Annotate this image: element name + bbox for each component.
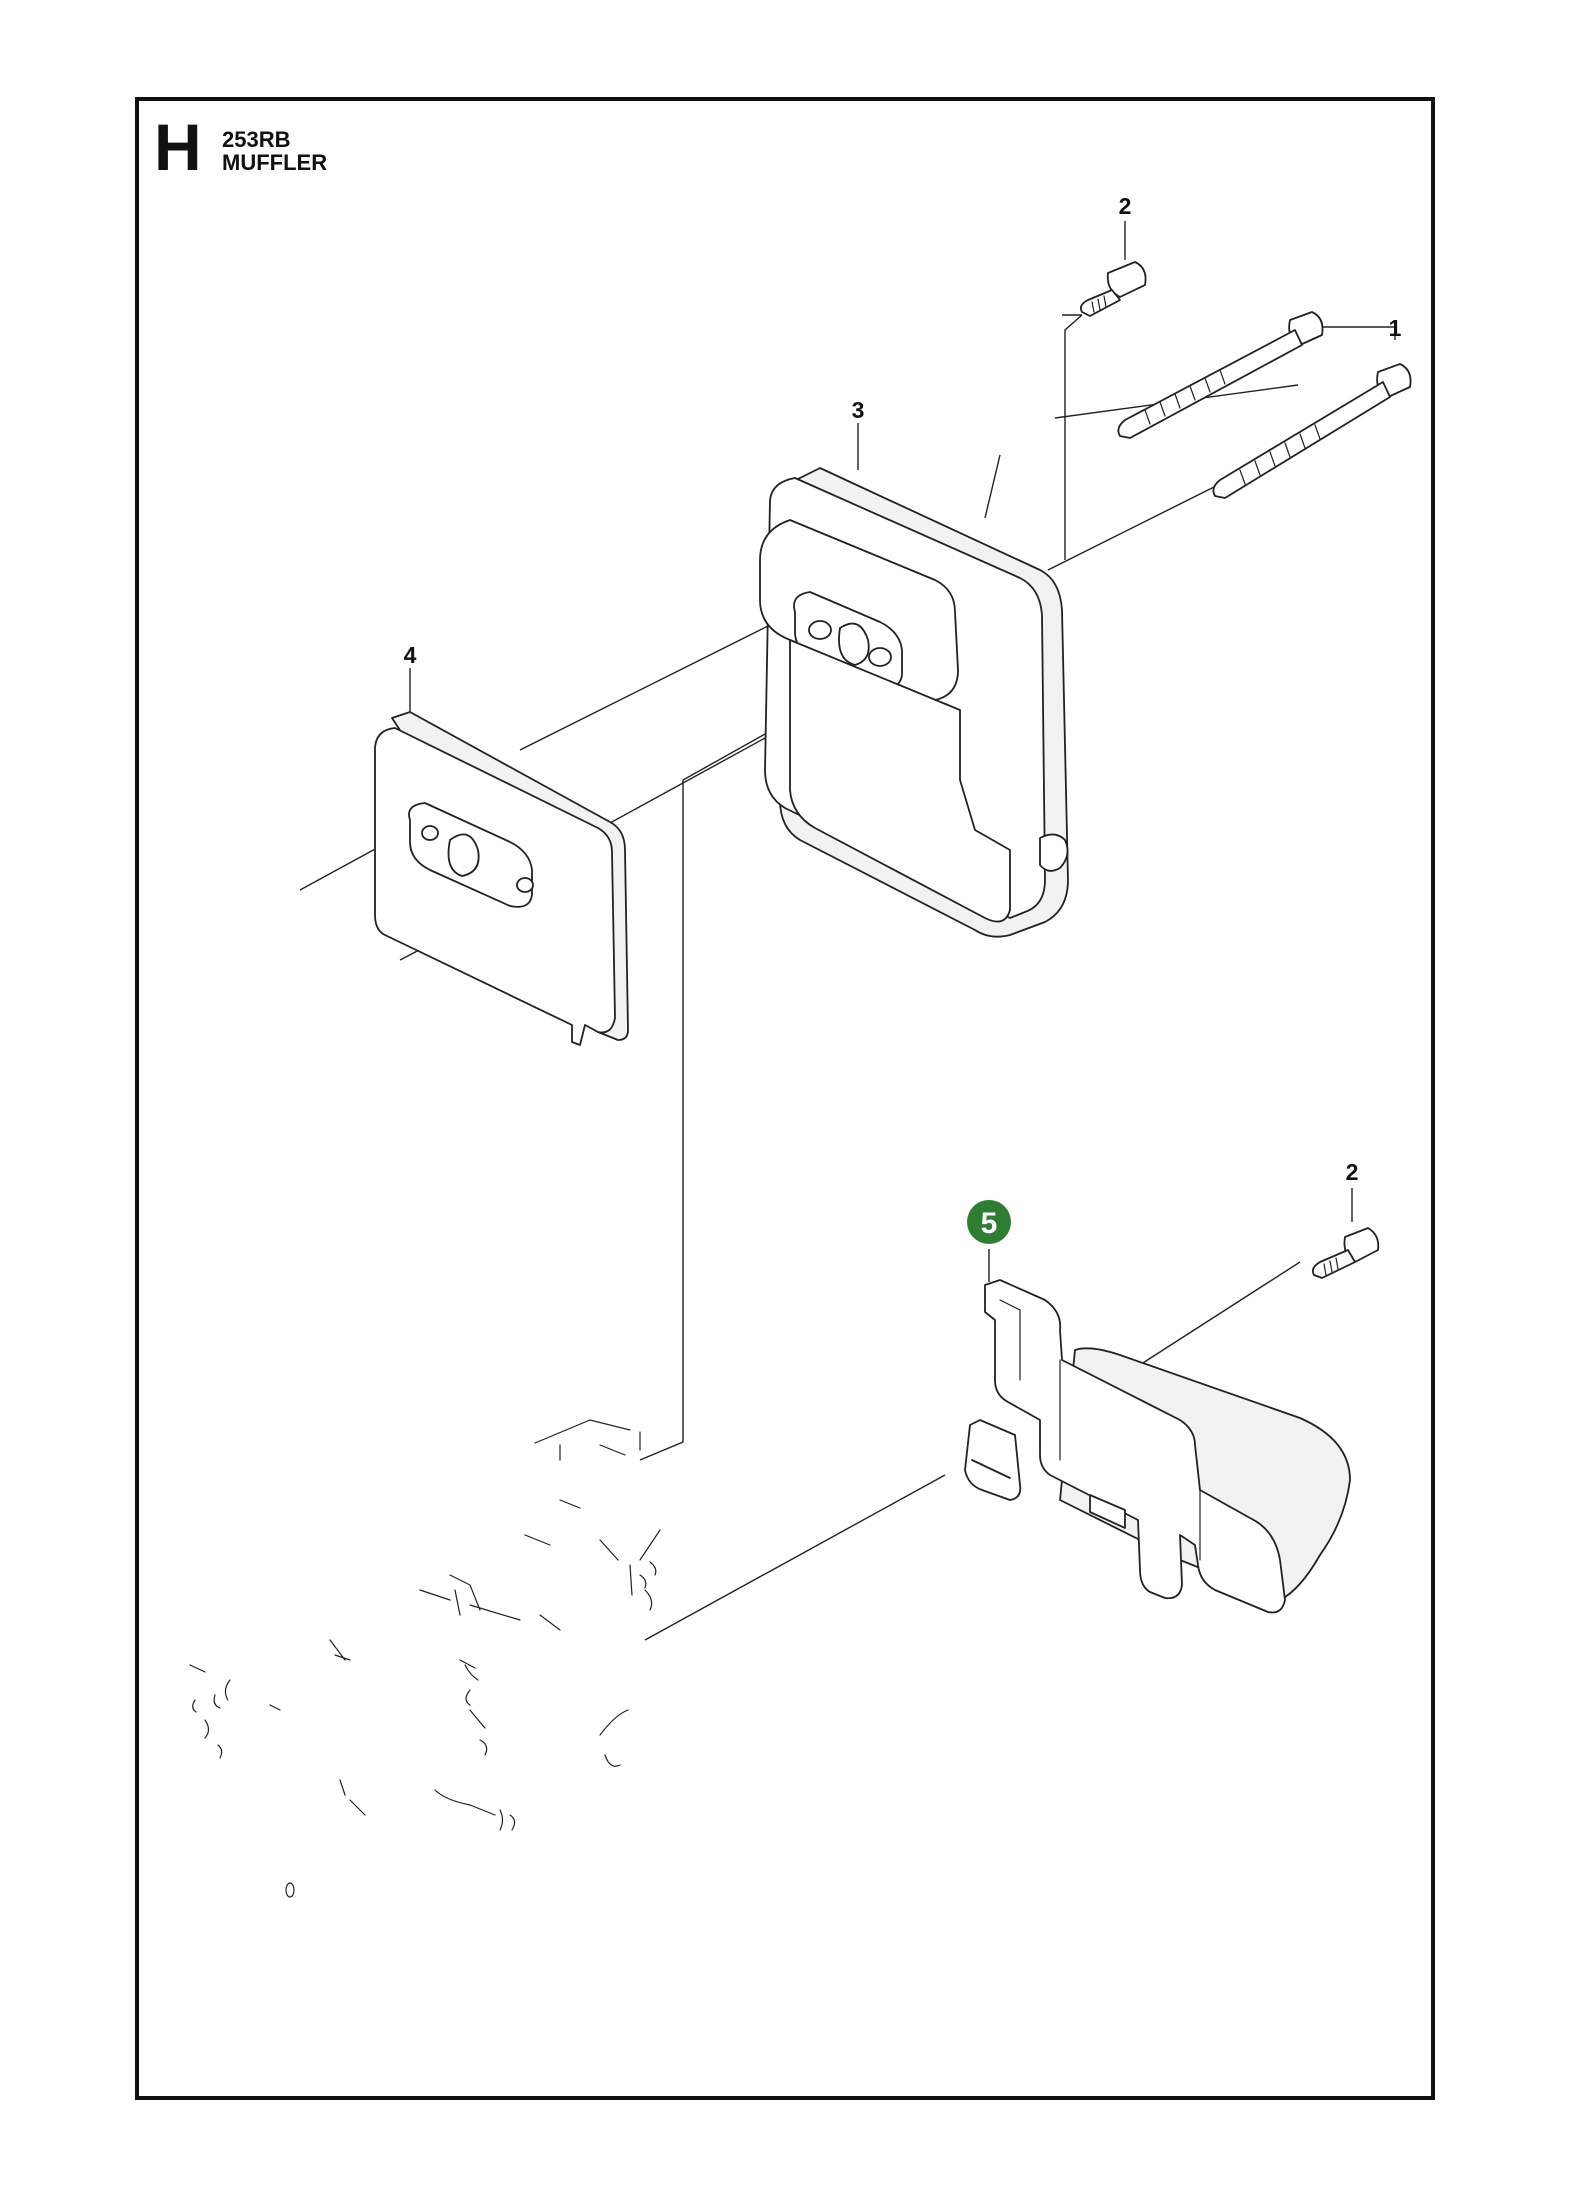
gasket-4 xyxy=(374,711,629,1046)
callout-2-bottom: 2 xyxy=(1346,1159,1359,1185)
screw-2-bottom xyxy=(1311,1227,1380,1279)
bolt-1-upper xyxy=(1117,311,1324,439)
section-letter: H xyxy=(154,110,202,184)
callout-5: 5 xyxy=(981,1207,998,1240)
leader-line-1 xyxy=(1315,326,1396,340)
axis-line-11 xyxy=(1134,1261,1301,1369)
axis-line-5 xyxy=(1064,314,1083,560)
axis-line-12 xyxy=(644,1474,946,1641)
axis-line-10 xyxy=(639,691,841,1461)
engine-outline-sketch xyxy=(189,1419,661,1898)
callout-4: 4 xyxy=(404,642,417,668)
page-frame xyxy=(135,97,1435,2100)
callout-1: 1 xyxy=(1389,315,1402,341)
callout-3: 3 xyxy=(852,397,865,423)
muffler-guard-5 xyxy=(964,1279,1351,1614)
axis-line-6 xyxy=(519,619,781,751)
page-title: MUFFLER xyxy=(222,150,328,175)
bolt-1-lower xyxy=(1212,363,1412,499)
screw-2-top xyxy=(1079,261,1147,317)
axis-line-2 xyxy=(1047,485,1217,571)
callout-2-top: 2 xyxy=(1119,193,1132,219)
model-number: 253RB xyxy=(222,127,291,152)
callout-5-badge xyxy=(967,1200,1011,1244)
muffler-body-3 xyxy=(759,467,1069,938)
axis-line-3 xyxy=(984,454,1001,519)
